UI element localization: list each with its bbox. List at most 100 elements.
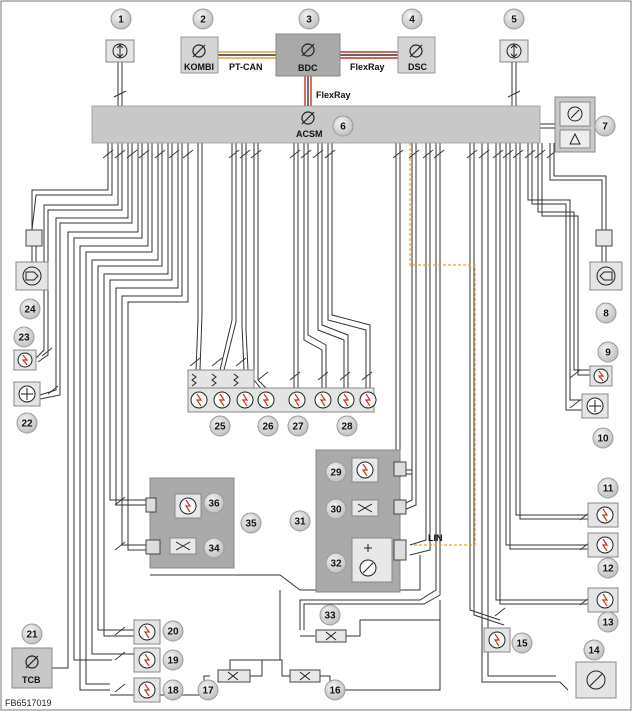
callout-badge-34: 34 (203, 537, 225, 559)
callout-number: 9 (605, 348, 611, 359)
left-arrow-icon (596, 266, 616, 286)
dsc-module (397, 36, 436, 74)
callout-number: 13 (602, 618, 614, 629)
tcb-icon (25, 655, 39, 669)
callout-number: 29 (330, 468, 342, 479)
callout-badge-10: 10 (592, 427, 614, 449)
callout-number: 21 (26, 630, 38, 641)
acsm-icon (301, 111, 315, 125)
callout-number: 32 (330, 559, 342, 570)
flexray-bus-down (304, 76, 312, 106)
callout-badge-8: 8 (595, 302, 617, 324)
dsc-icon (409, 44, 423, 58)
callout-badge-31: 31 (289, 510, 311, 532)
callout-badge-5: 5 (503, 8, 525, 30)
callout-badge-22: 22 (16, 412, 38, 434)
callout-badge-11: 11 (597, 477, 619, 499)
callout-badge-6: 6 (332, 115, 354, 137)
callout-badge-23: 23 (13, 326, 35, 348)
callout-badge-4: 4 (401, 8, 423, 30)
callout-badge-27: 27 (287, 415, 309, 437)
sensor-icon (567, 106, 583, 122)
kombi-icon (192, 44, 206, 58)
lin-label: LIN (428, 533, 443, 543)
callout-number: 8 (603, 309, 609, 320)
bdc-label: BDC (298, 63, 318, 73)
callout-number: 2 (200, 15, 206, 26)
callout-badge-36: 36 (203, 492, 225, 514)
callout-number: 24 (24, 305, 36, 316)
callout-badge-14: 14 (583, 639, 605, 661)
callout-number: 4 (409, 15, 415, 26)
callout-number: 5 (511, 15, 517, 26)
callout-badge-15: 15 (511, 632, 533, 654)
ptcan-bus (218, 51, 276, 59)
callout-badge-9: 9 (597, 341, 619, 363)
callout-badge-32: 32 (325, 552, 347, 574)
component-24 (15, 261, 49, 291)
callout-badge-24: 24 (19, 298, 41, 320)
callout-badge-16: 16 (324, 679, 346, 701)
sensor-wires-top (113, 62, 521, 106)
acsm-label: ACSM (296, 129, 323, 139)
footer-code: FB6517019 (5, 698, 52, 708)
coil-blocks (187, 369, 255, 389)
callout-badge-19: 19 (162, 649, 184, 671)
callout-number: 26 (262, 422, 274, 433)
ptcan-label: PT-CAN (229, 62, 263, 72)
callout-badge-33: 33 (319, 604, 341, 626)
tcb-label: TCB (22, 675, 41, 685)
igniters (13, 349, 619, 703)
triangle-icon (569, 132, 581, 145)
callout-number: 1 (118, 15, 124, 26)
callout-badge-3: 3 (298, 8, 320, 30)
callout-number: 17 (202, 686, 214, 697)
callout-badge-30: 30 (325, 498, 347, 520)
dsc-label: DSC (408, 62, 428, 72)
callout-number: 28 (341, 422, 353, 433)
callout-number: 16 (329, 686, 341, 697)
callout-number: 30 (330, 505, 342, 516)
callout-number: 18 (167, 686, 179, 697)
harness-wires (31, 123, 607, 696)
callout-badge-12: 12 (597, 557, 619, 579)
callout-number: 22 (21, 419, 33, 430)
connector-24 (25, 229, 43, 247)
callout-badge-29: 29 (325, 461, 347, 483)
callout-badge-2: 2 (192, 8, 214, 30)
callout-badge-1: 1 (110, 8, 132, 30)
callout-number: 25 (214, 422, 226, 433)
bdc-module (275, 33, 341, 77)
callout-number: 7 (602, 122, 608, 133)
bdc-icon (301, 43, 315, 57)
acsm-module (91, 105, 541, 144)
module-7-bottom (559, 129, 591, 149)
callout-badge-20: 20 (162, 620, 184, 642)
callout-badge-18: 18 (162, 679, 184, 701)
callout-number: 3 (306, 15, 312, 26)
vertical-arrow-icon (506, 43, 522, 59)
connector-8 (595, 229, 613, 247)
component-8 (589, 261, 623, 291)
callout-number: 27 (292, 422, 304, 433)
callout-number: 6 (340, 122, 346, 133)
callout-badge-26: 26 (257, 415, 279, 437)
kombi-label: KOMBI (184, 62, 214, 72)
callout-number: 14 (588, 646, 600, 657)
break-marks (41, 149, 591, 693)
callout-badge-28: 28 (336, 415, 358, 437)
callout-number: 35 (245, 519, 257, 530)
callout-number: 10 (597, 434, 609, 445)
callout-badge-35: 35 (240, 512, 262, 534)
callout-badge-13: 13 (597, 611, 619, 633)
callout-number: 34 (208, 544, 220, 555)
lin-bus (409, 143, 476, 546)
callout-number: 20 (167, 627, 179, 638)
right-arrow-icon (22, 266, 42, 286)
vertical-arrow-icon (112, 43, 128, 59)
callout-number: 33 (324, 611, 336, 622)
callout-badge-7: 7 (594, 115, 616, 137)
